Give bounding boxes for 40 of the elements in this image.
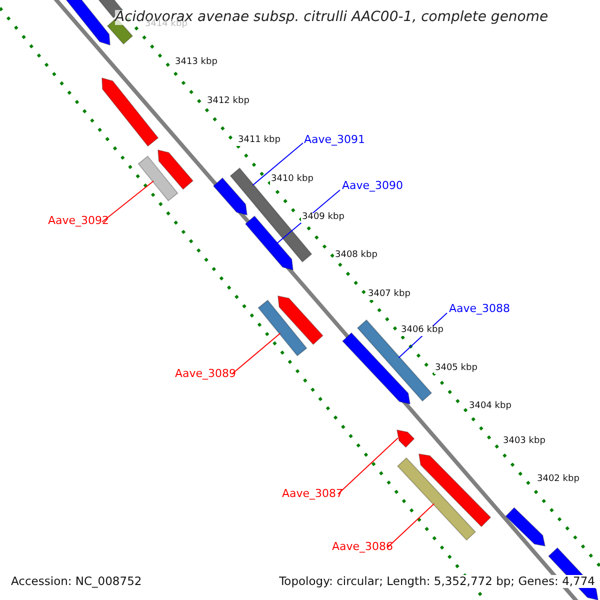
leader-line xyxy=(102,180,154,222)
gene-bar xyxy=(258,300,308,356)
gene-bar xyxy=(138,156,178,202)
info-text: Topology: circular; Length: 5,352,772 bp; Genes: 4,774 xyxy=(278,575,596,588)
tick-label: 3414 kbp xyxy=(145,20,188,30)
tick-label: 3407 kbp xyxy=(367,290,412,300)
leader-line xyxy=(388,503,435,548)
gene-label: Aave_3089 xyxy=(175,368,236,380)
gene-block xyxy=(64,0,111,46)
leader-line xyxy=(252,142,304,186)
gene-block xyxy=(101,77,159,147)
gene-block xyxy=(212,177,248,216)
tick-label: 3412 kbp xyxy=(206,97,250,107)
tick-label: 3413 kbp xyxy=(174,58,218,68)
gene-block xyxy=(277,295,324,346)
leader-line xyxy=(232,332,281,374)
gene-label: Aave_3086 xyxy=(332,541,394,554)
gene-label: Aave_3090 xyxy=(342,180,404,192)
gene-label: Aave_3088 xyxy=(449,303,510,316)
gene-block xyxy=(342,332,411,405)
tick-label: 3409 kbp xyxy=(301,213,346,223)
info-text: Accession: NC_008752 xyxy=(10,575,143,588)
gene-block xyxy=(505,507,546,547)
gene-label: Aave_3087 xyxy=(282,488,344,500)
tick-label: 3406 kbp xyxy=(400,326,444,336)
tick-label: 3403 kbp xyxy=(502,437,546,447)
gene-block xyxy=(418,453,492,528)
tick-label: 3402 kbp xyxy=(536,475,580,485)
gene-block xyxy=(244,215,294,271)
gene-block xyxy=(396,429,415,448)
tick-label: 3408 kbp xyxy=(334,251,378,261)
tick-label: 3410 kbp xyxy=(270,175,314,185)
leader-line xyxy=(338,438,398,494)
gene-label: Aave_3092 xyxy=(48,215,110,228)
gene-block xyxy=(157,149,194,190)
tick-label: 3404 kbp xyxy=(468,402,512,412)
gene-label: Aave_3091 xyxy=(304,134,366,146)
tick-label: 3411 kbp xyxy=(237,136,282,146)
tick-label: 3405 kbp xyxy=(434,364,478,374)
gene-bar xyxy=(396,457,476,541)
